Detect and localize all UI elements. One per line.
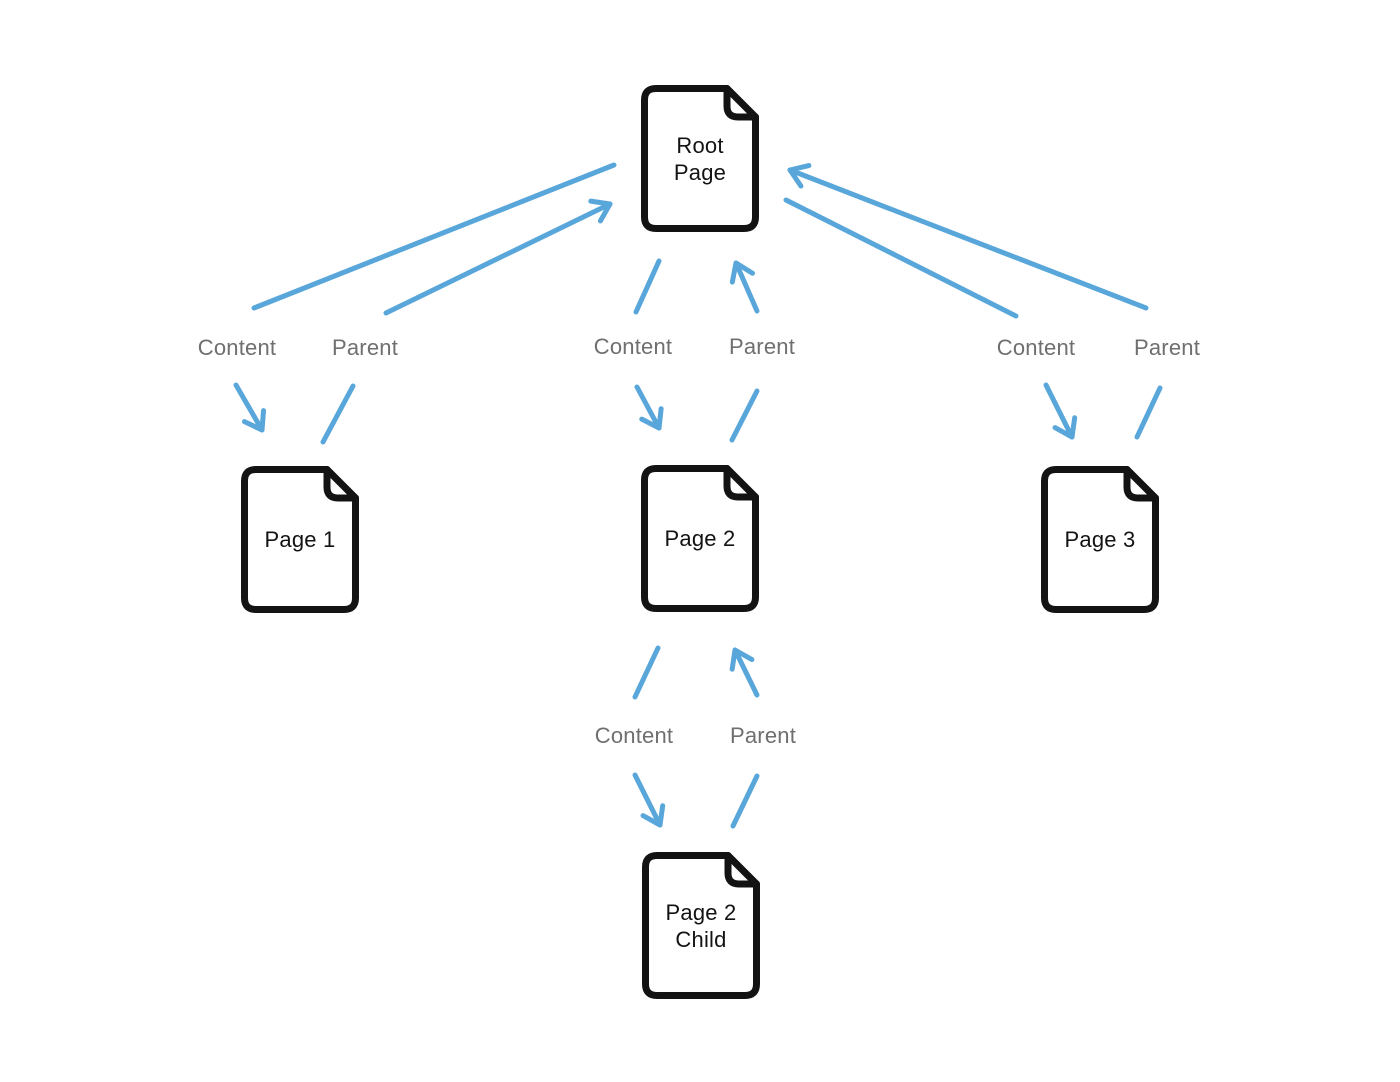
node-root-page: Root Page <box>641 85 759 232</box>
node-label-page-1: Page 1 <box>264 527 336 552</box>
edge-label-parent-page1: Parent <box>331 335 399 360</box>
node-label-root-page: Root Page <box>673 132 727 185</box>
arrow-page2-to-child-content-upper <box>632 645 661 700</box>
node-page-2: Page 2 <box>641 465 759 612</box>
arrow-page2-to-root-parent-upper <box>729 260 760 314</box>
arrow-page1-to-root-parent-upper <box>383 198 613 316</box>
node-label-page-2: Page 2 <box>664 526 736 551</box>
document-icon <box>641 465 759 612</box>
arrow-page3-to-root-parent-upper <box>787 163 1149 311</box>
edge-label-parent-page3: Parent <box>1133 335 1201 360</box>
document-icon <box>241 466 359 613</box>
arrow-root-to-page1-content-upper <box>251 162 617 311</box>
node-page-3: Page 3 <box>1041 466 1159 613</box>
edge-label-content-page2: Content <box>593 334 673 359</box>
arrow-root-to-page1-content-lower <box>233 382 267 433</box>
node-label-page-2-child: Page 2 Child <box>665 899 737 952</box>
arrow-root-to-page2-content-upper <box>633 258 662 315</box>
arrow-page2-to-child-content-lower <box>632 772 666 828</box>
document-icon <box>1041 466 1159 613</box>
arrow-page1-to-root-parent-lower <box>320 383 356 445</box>
arrow-root-to-page3-content-lower <box>1043 382 1078 440</box>
edge-label-parent-page2: Parent <box>728 334 796 359</box>
arrow-child-to-page2-parent-lower <box>730 773 760 829</box>
node-page-1: Page 1 <box>241 466 359 613</box>
document-icon <box>641 85 759 232</box>
edge-label-content-page2-child: Content <box>594 723 674 748</box>
edge-label-content-page1: Content <box>197 335 277 360</box>
document-icon <box>642 852 760 999</box>
arrow-root-to-page2-content-lower <box>634 384 664 431</box>
arrow-page3-to-root-parent-lower <box>1134 385 1163 440</box>
arrow-page2-to-root-parent-lower <box>729 388 760 443</box>
edge-label-parent-page2-child: Parent <box>729 723 797 748</box>
node-page-2-child: Page 2 Child <box>642 852 760 999</box>
arrow-root-to-page3-content-upper <box>783 197 1019 319</box>
arrow-child-to-page2-parent-upper <box>729 647 760 698</box>
node-label-page-3: Page 3 <box>1064 527 1136 552</box>
edge-label-content-page3: Content <box>996 335 1076 360</box>
